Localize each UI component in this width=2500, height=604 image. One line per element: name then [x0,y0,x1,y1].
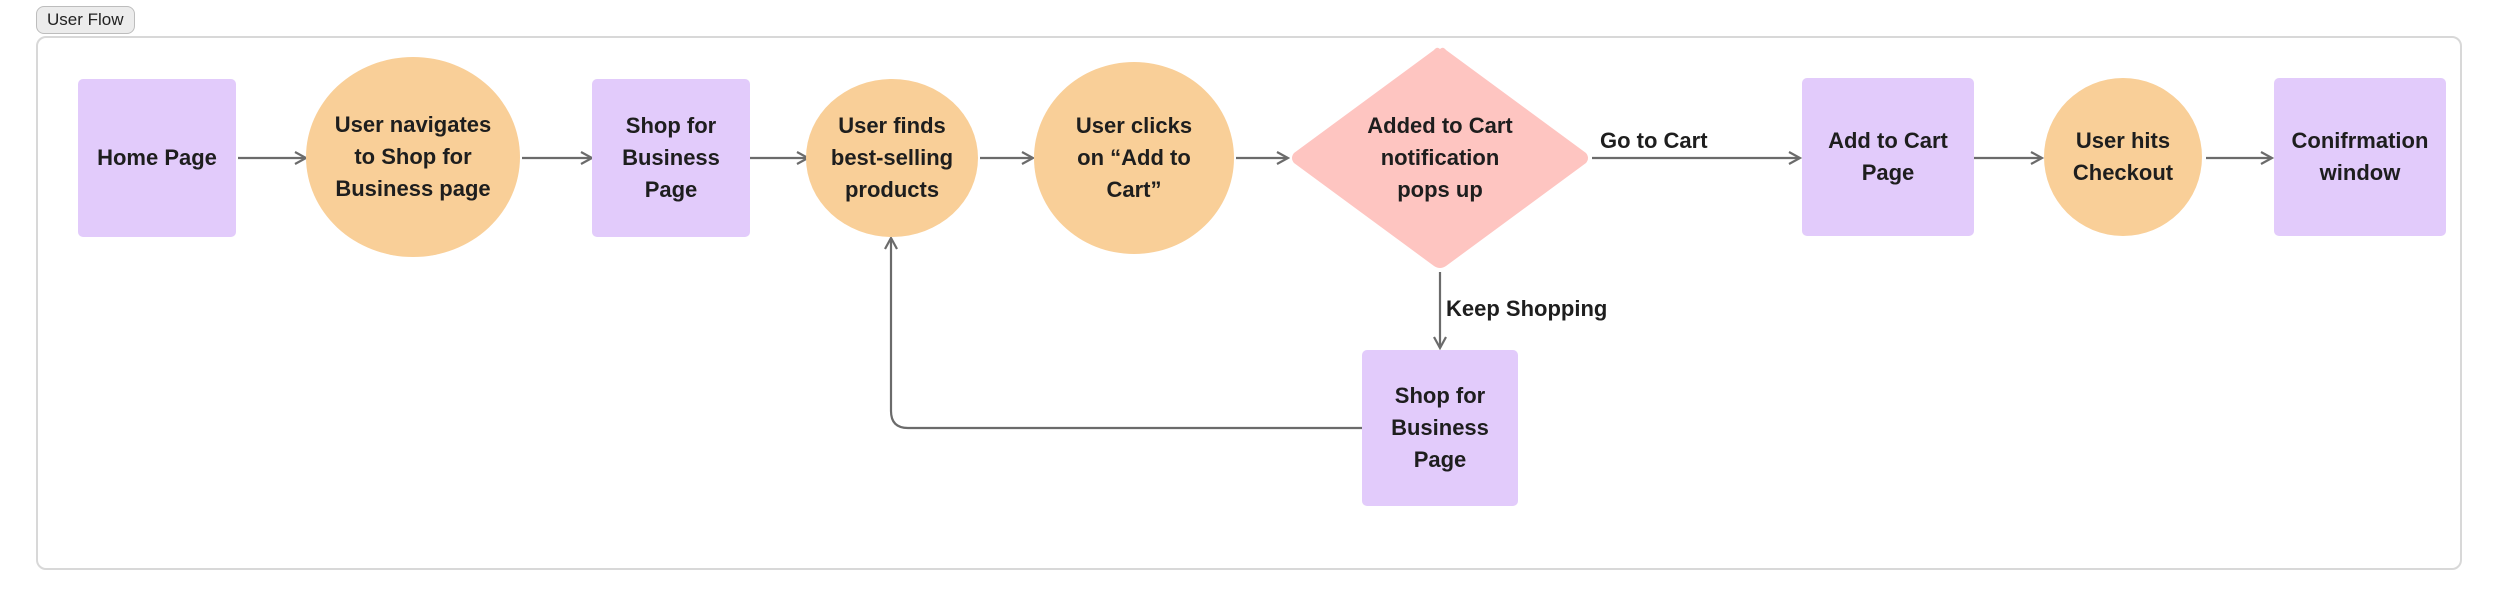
node-add-to-cart-page[interactable]: Add to Cart Page [1802,78,1974,236]
node-shop-for-business-page[interactable]: Shop for Business Page [592,79,750,237]
node-added-to-cart-decision[interactable]: Added to Cart notification pops up [1290,46,1590,270]
node-user-clicks-add-to-cart[interactable]: User clicks on “Add to Cart” [1034,62,1234,254]
node-shop-for-business-page-2[interactable]: Shop for Business Page [1362,350,1518,506]
node-user-navigates[interactable]: User navigates to Shop for Business page [306,57,520,257]
frame-title-tab[interactable]: User Flow [36,6,135,34]
edge-shop2-loop-to-finds [891,238,1362,430]
node-home-page[interactable]: Home Page [78,79,236,237]
node-user-hits-checkout[interactable]: User hits Checkout [2044,78,2202,236]
edge-label-keep-shopping: Keep Shopping [1446,296,1608,321]
user-flow-frame [36,36,2462,570]
decision-diamond-shape [1292,47,1588,268]
edge-label-go-to-cart: Go to Cart [1600,128,1708,153]
node-confirmation-window[interactable]: Conifrmation window [2274,78,2446,236]
node-user-finds-products[interactable]: User finds best-selling products [806,79,978,237]
